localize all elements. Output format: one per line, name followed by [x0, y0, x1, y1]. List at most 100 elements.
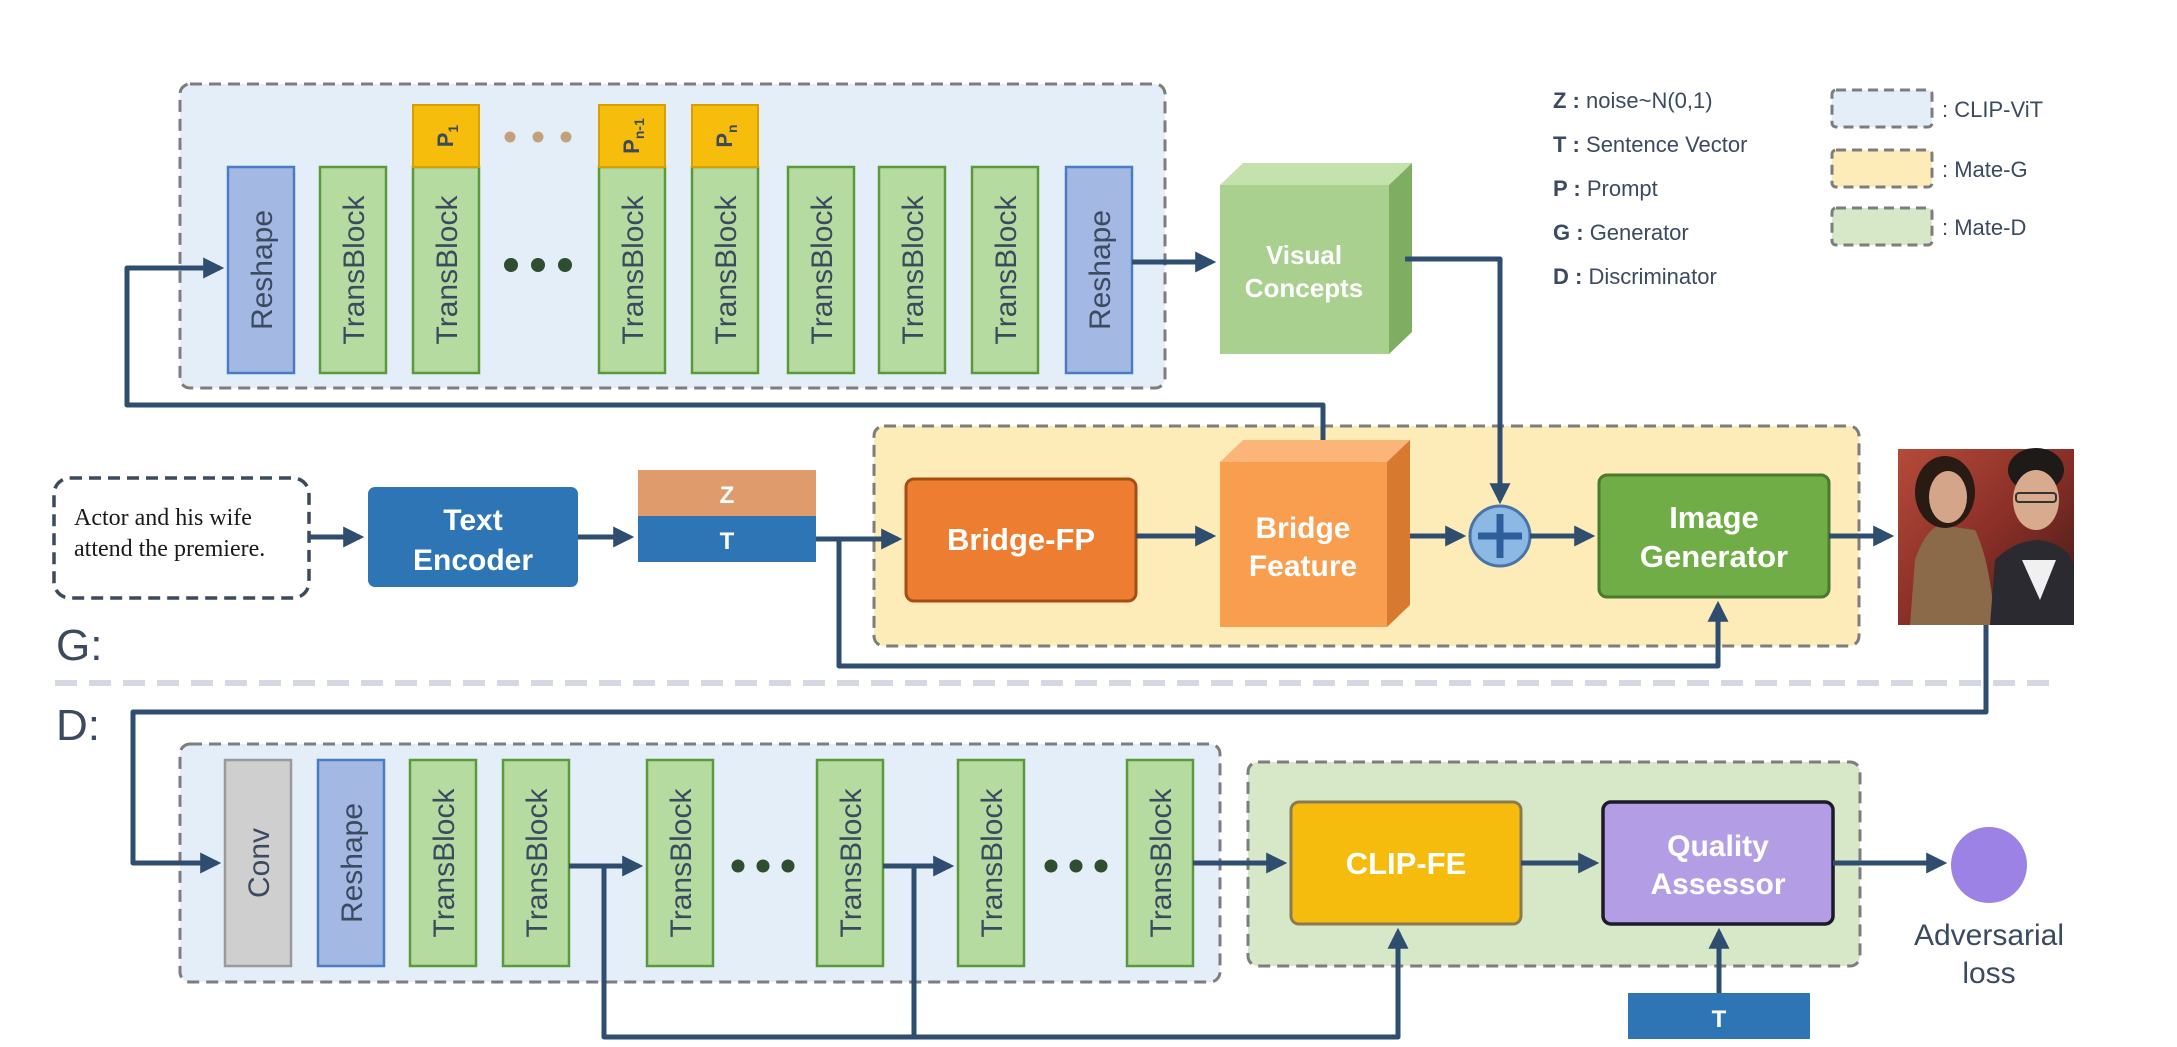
arrow-bridge-feature-to-clip-vit: [124, 257, 1326, 440]
prompt-label: Pn: [712, 124, 740, 147]
transblock-ellipsis: [731, 859, 795, 873]
legend-text-d: Discriminator: [1588, 264, 1716, 289]
transblock-box: [318, 165, 388, 375]
reshape-block: Reshape: [1064, 165, 1134, 375]
visual-concepts-label-line2: Concepts: [1245, 273, 1363, 303]
adversarial-loss-line1: Adversarial: [1914, 919, 2064, 952]
legend-symbols: Z : noise~N(0,1) T : Sentence Vector P :…: [1553, 88, 1747, 289]
quality-assessor-label-line1: Quality: [1667, 830, 1769, 863]
legend-text-z: noise~N(0,1): [1586, 88, 1713, 113]
transblock-box: [645, 758, 715, 968]
conv-block-label: Conv: [243, 828, 276, 898]
prompt-ellipsis: [504, 131, 572, 143]
bridge-feature-box: [1220, 462, 1387, 627]
transblock-label: TransBlock: [665, 788, 698, 938]
bridge-feature-label-line2: Feature: [1249, 550, 1357, 583]
reshape-block-box: [1064, 165, 1134, 375]
text-encoder-box: [368, 487, 578, 587]
connectors: [124, 251, 1989, 1040]
legend-regions: : CLIP-ViT : Mate-G : Mate-D: [1830, 88, 2043, 247]
transblock-box: [690, 165, 760, 375]
discriminator-blocks: Conv Reshape TransBlock TransBlock Trans…: [223, 758, 1195, 968]
legend-text-t: Sentence Vector: [1586, 132, 1747, 157]
bridge-feature-cube: Bridge Feature: [1220, 440, 1410, 627]
prompt-box: [691, 104, 759, 168]
legend-key-g: G :: [1553, 220, 1584, 245]
prompt-pn-1: Pn-1: [598, 104, 666, 168]
legend-swatch-mate-d: [1830, 206, 1934, 247]
transblock: TransBlock: [411, 165, 481, 375]
visual-concepts-label-line1: Visual: [1266, 240, 1342, 270]
prompt-sub: n: [724, 124, 740, 133]
reshape-block-box: [316, 758, 386, 968]
z-t-vector: Z T: [638, 470, 816, 562]
transblock-box: [786, 165, 856, 375]
transblock: TransBlock: [970, 165, 1040, 375]
woman-outfit: [1910, 525, 1995, 625]
transblock: TransBlock: [318, 165, 388, 375]
prompt-base: P: [712, 133, 737, 148]
arrow-visual-concepts-to-plus: [1405, 256, 1511, 505]
transblock: TransBlock: [501, 758, 571, 968]
prompt-box: [412, 104, 480, 168]
transblock-label: TransBlock: [338, 195, 371, 345]
transblock-box: [970, 165, 1040, 375]
transblock: TransBlock: [877, 165, 947, 375]
t-vector-bottom-label: T: [1712, 1006, 1727, 1033]
conv-block: Conv: [223, 758, 293, 968]
plus-node: [1468, 504, 1532, 568]
transblock: TransBlock: [956, 758, 1026, 968]
loss-dot: [1951, 827, 2027, 903]
reshape-block-label: Reshape: [1084, 210, 1117, 330]
legend-key-p: P :: [1553, 176, 1581, 201]
clip-fe-label: CLIP-FE: [1346, 846, 1467, 881]
prompt-label: Pn-1: [619, 118, 647, 154]
transblock-label: TransBlock: [1145, 788, 1178, 938]
reshape-block-label: Reshape: [336, 803, 369, 923]
image-generator: Image Generator: [1597, 473, 1831, 599]
legend-label-clip-vit: : CLIP-ViT: [1942, 97, 2043, 122]
input-sentence-box: Actor and his wife attend the premiere.: [52, 476, 311, 600]
svg-text:T : Sentence Vector: T : Sentence Vector: [1553, 132, 1747, 157]
legend-label-mate-d: : Mate-D: [1942, 215, 2026, 240]
transblock: TransBlock: [597, 165, 667, 375]
transblock-box: [501, 758, 571, 968]
quality-assessor-box: [1601, 800, 1835, 926]
transblock-label: TransBlock: [521, 788, 554, 938]
visual-concepts-box: [1220, 185, 1389, 354]
prompt-sub: n-1: [631, 118, 647, 139]
arrow-image-to-discriminator: [130, 625, 1989, 874]
transblock-label: TransBlock: [617, 195, 650, 345]
t-vector-bottom-box: [1628, 993, 1810, 1039]
transblock-label: TransBlock: [806, 195, 839, 345]
image-generator-label-line2: Generator: [1640, 539, 1788, 574]
legend-swatch-clip-vit: [1830, 88, 1934, 129]
quality-assessor-label-line2: Assessor: [1650, 868, 1785, 901]
prompt-base: P: [433, 133, 458, 148]
t-vector-label: T: [720, 528, 735, 555]
clip-vit-top-blocks: Reshape TransBlock TransBlock P1 TransBl…: [226, 104, 1134, 375]
text-encoder-label-line2: Encoder: [413, 544, 533, 577]
transblock-box: [877, 165, 947, 375]
reshape-block: Reshape: [226, 165, 296, 375]
bridge-fp-box: [904, 477, 1138, 603]
reshape-block-label: Reshape: [246, 210, 279, 330]
transblock-label: TransBlock: [428, 788, 461, 938]
z-vector-label: Z: [720, 482, 735, 509]
transblock-box: [597, 165, 667, 375]
bridge-feature-label-line1: Bridge: [1255, 512, 1350, 545]
text-encoder: Text Encoder: [368, 487, 578, 587]
discriminator-section-label: D:: [56, 701, 100, 750]
transblock: TransBlock: [786, 165, 856, 375]
legend-key-d: D :: [1553, 264, 1582, 289]
transblock-box: [815, 758, 885, 968]
transblock-label: TransBlock: [897, 195, 930, 345]
transblock-box: [1125, 758, 1195, 968]
prompt-sub: 1: [445, 125, 461, 133]
legend-label-mate-g: : Mate-G: [1942, 157, 2028, 182]
transblock-label: TransBlock: [835, 788, 868, 938]
image-generator-box: [1597, 473, 1831, 599]
transblock: TransBlock: [1125, 758, 1195, 968]
man-face: [2013, 470, 2059, 530]
